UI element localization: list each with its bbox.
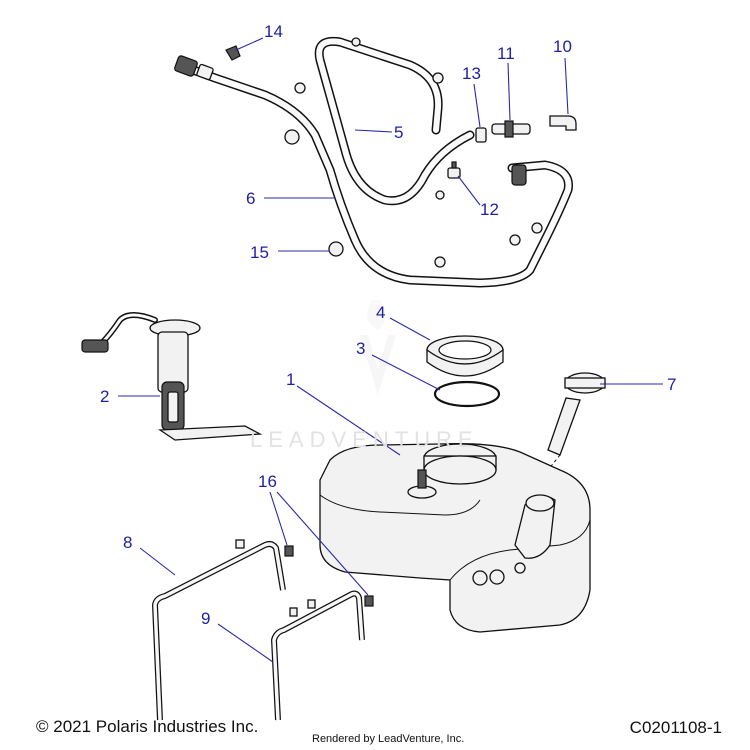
callout-2: 2	[100, 387, 110, 406]
lock-ring-4	[426, 335, 504, 377]
hose-end-fitting-right	[511, 164, 527, 186]
callout-1: 1	[286, 370, 296, 389]
copyright-text: © 2021 Polaris Industries Inc.	[36, 717, 259, 736]
leader-lines	[118, 37, 663, 663]
hose-clip	[284, 37, 543, 268]
fuel-hose-5	[314, 36, 475, 206]
elbow-10	[549, 115, 577, 131]
bolt-16	[284, 545, 374, 607]
diagram-code: C0201108-1	[629, 718, 722, 737]
callout-13: 13	[462, 64, 481, 83]
hose-end-connector	[174, 55, 214, 81]
callout-14: 14	[264, 22, 283, 41]
fuel-pump-2	[81, 312, 263, 441]
fuel-hose-6	[183, 63, 573, 288]
callout-16: 16	[258, 472, 277, 491]
tank-strap-8	[152, 539, 286, 721]
tank-strap-9	[271, 590, 365, 721]
fuel-tank-1	[319, 443, 591, 633]
callout-7: 7	[667, 375, 677, 394]
callout-3: 3	[356, 339, 366, 358]
watermark-logo	[360, 300, 396, 395]
callout-9: 9	[201, 609, 211, 628]
callout-12: 12	[480, 200, 499, 219]
watermark-text: LEADVENTURE	[250, 427, 479, 452]
callout-11: 11	[497, 44, 515, 63]
fuel-sender-7	[547, 372, 606, 471]
callout-4: 4	[376, 303, 386, 322]
rendered-by-text: Rendered by LeadVenture, Inc.	[312, 733, 465, 745]
callout-15: 15	[250, 243, 269, 262]
callout-8: 8	[123, 533, 133, 552]
seal-3	[433, 380, 501, 408]
clip-14	[225, 45, 241, 61]
clamp-13	[475, 127, 487, 143]
callout-10: 10	[553, 37, 572, 56]
callout-6: 6	[246, 189, 256, 208]
fitting-11	[491, 120, 531, 138]
callout-5: 5	[394, 123, 404, 142]
valve-12	[447, 161, 461, 179]
